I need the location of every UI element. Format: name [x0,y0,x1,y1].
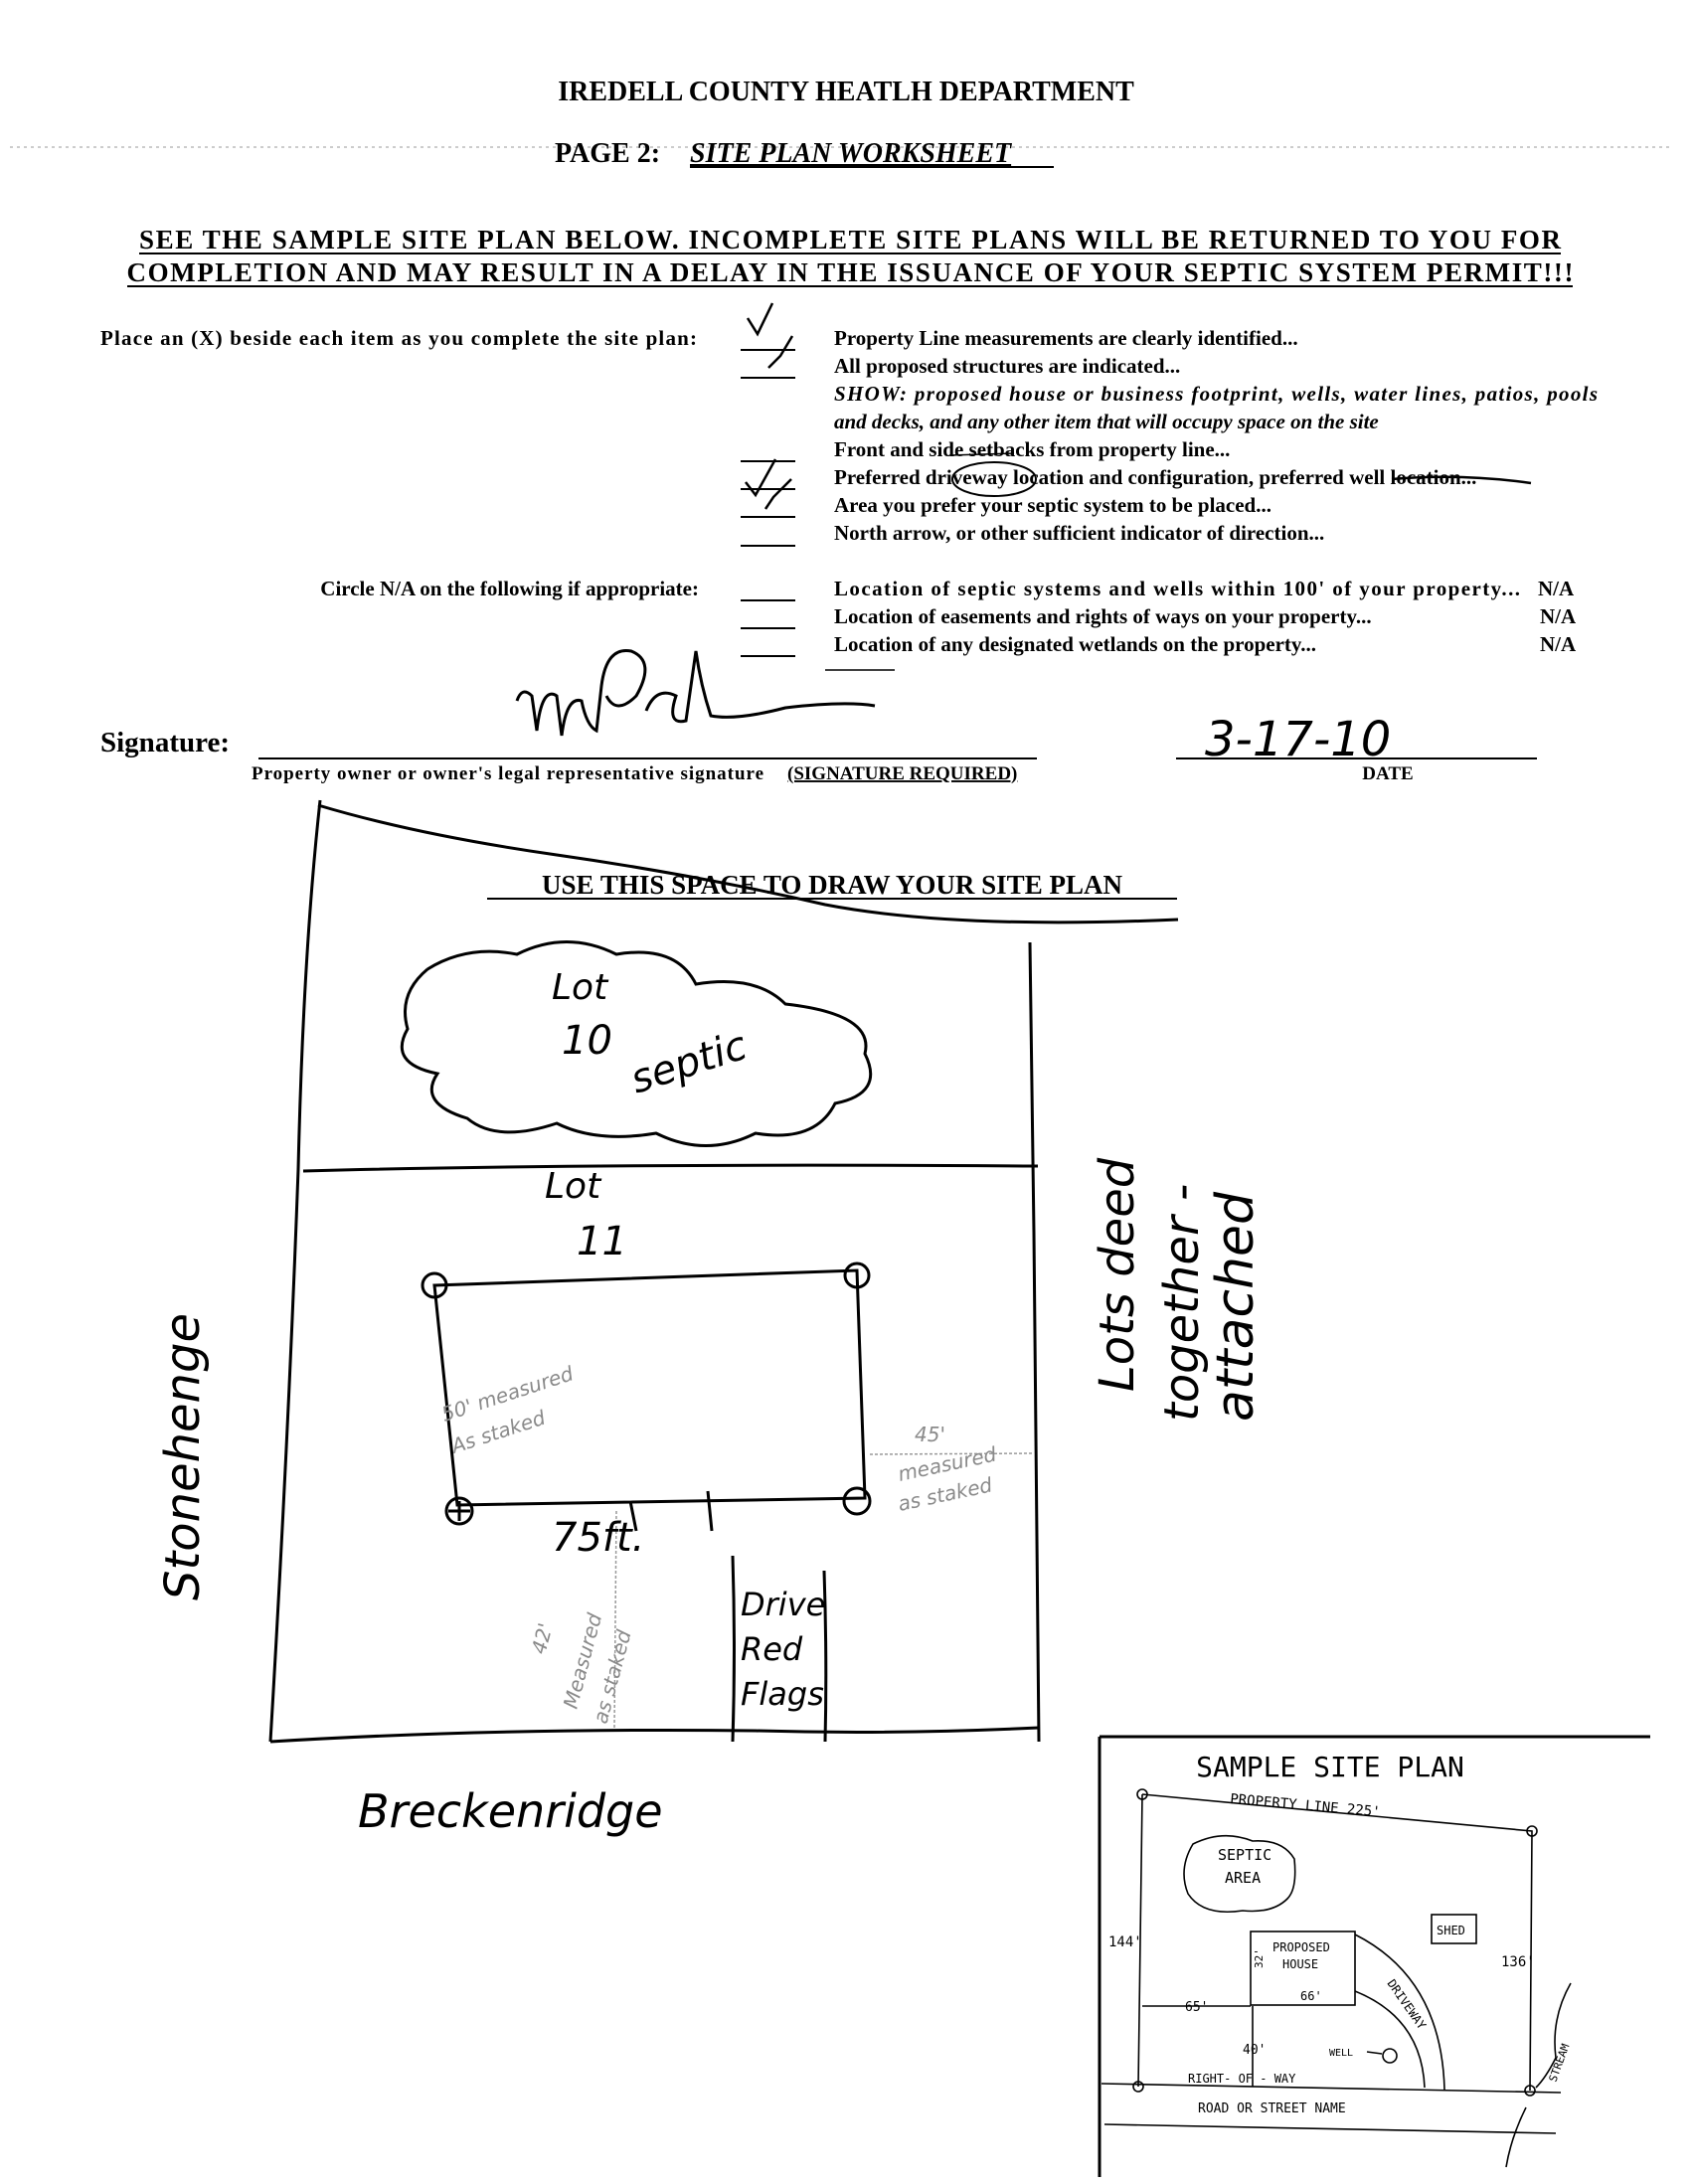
page-title: SITE PLAN WORKSHEET [690,138,1013,169]
sample-septic: SEPTIC [1218,1846,1271,1864]
date-label: DATE [1362,763,1413,784]
na-option[interactable]: N/A [1540,632,1577,656]
checklist-instruction: Place an (X) beside each item as you com… [100,326,697,350]
checklist-item: North arrow, or other sufficient indicat… [834,521,1324,545]
left-property-line [268,799,322,1743]
check-mark-icon [745,302,794,510]
drive-label: Flags [741,1675,824,1713]
sample-site-plan: SAMPLE SITE PLAN PROPERTY LINE 225' SEPT… [1098,1735,1650,2177]
drive-label: Drive [741,1586,825,1623]
house-width-label: 75ft. [552,1515,644,1561]
sample-road: ROAD OR STREET NAME [1198,2101,1346,2116]
sample-side-setback: 65' [1185,2000,1208,2015]
front-street-name: Breckenridge [358,1784,663,1838]
driveway-lines [731,1555,828,1743]
department-title: IREDELL COUNTY HEATLH DEPARTMENT [558,77,1134,107]
septic-cloud [400,940,873,1147]
checklist-item: Property Line measurements are clearly i… [834,326,1298,350]
front-property-line [269,1726,1040,1744]
sample-property-line: PROPERTY LINE 225' [1230,1791,1382,1820]
lot10-number: 10 [562,1018,612,1064]
pencil-note-right: 45' [915,1423,945,1446]
lots-note: attached [1206,1191,1266,1422]
checklist-item-show-note: SHOW: proposed house or business footpri… [834,382,1598,406]
checklist-item: Front and side setbacks from property li… [834,437,1230,461]
sample-shed: SHED [1437,1924,1465,1937]
driveway-circle-mark [951,461,1037,497]
sample-right-length: 136' [1501,1954,1535,1970]
signature-required: (SIGNATURE REQUIRED) [787,763,1017,784]
sample-front-setback: 40' [1243,2043,1266,2058]
na-instruction: Circle N/A on the following if appropria… [320,577,699,600]
drive-label: Red [741,1630,803,1668]
drawing-area-heading: USE THIS SPACE TO DRAW YOUR SITE PLAN [542,870,1122,900]
sample-well: WELL [1329,2048,1353,2059]
lots-note: together - [1154,1184,1210,1422]
checklist-item: Area you prefer your septic system to be… [834,493,1271,517]
checklist-item-show-note: and decks, and any other item that will … [834,410,1379,433]
sample-septic: AREA [1225,1869,1261,1887]
checklist-item: Preferred driveway location and configur… [834,465,1476,489]
lot11-label: Lot [545,1166,602,1207]
hand-drawn-site-plan [268,799,1179,1744]
lot-divider-line [302,1163,1039,1173]
na-item: Location of any designated wetlands on t… [834,632,1316,656]
sample-stream: STREAM [1547,2042,1573,2084]
signature-caption: Property owner or owner's legal represen… [252,763,763,784]
sample-house: PROPOSED [1272,1940,1330,1954]
na-item: Location of septic systems and wells wit… [834,577,1520,600]
side-strike [948,452,1015,456]
well-location-strike [1391,475,1532,485]
sample-driveway: DRIVEWAY [1385,1977,1430,2033]
sample-title: SAMPLE SITE PLAN [1196,1751,1464,1783]
na-option[interactable]: N/A [1538,577,1575,600]
septic-label: septic [625,1023,753,1103]
warning-line-2: COMPLETION AND MAY RESULT IN A DELAY IN … [127,257,1574,287]
checklist-item: All proposed structures are indicated... [834,354,1180,378]
na-item: Location of easements and rights of ways… [834,604,1372,628]
top-property-line [317,803,1179,924]
sample-row: RIGHT- OF - WAY [1188,2072,1296,2086]
page-label: PAGE 2: [555,138,660,169]
pencil-note-front: 42' [527,1620,558,1656]
lot11-number: 11 [577,1219,627,1264]
sample-left-length: 144' [1108,1934,1142,1950]
sample-house: HOUSE [1282,1957,1318,1971]
warning-line-1: SEE THE SAMPLE SITE PLAN BELOW. INCOMPLE… [139,225,1562,254]
side-street-name: Stonehenge [155,1313,211,1600]
right-property-line [1028,941,1041,1743]
sample-house-depth: 32' [1253,1948,1266,1968]
signature-label: Signature: [100,727,230,758]
lots-note: Lots deed [1090,1157,1145,1392]
na-option[interactable]: N/A [1540,604,1577,628]
checkbox-blanks [741,349,795,657]
pencil-dimension-lines [613,1452,1035,1729]
lot10-label: Lot [552,967,609,1008]
handwritten-signature [515,648,876,737]
sample-house-width: 66' [1300,1989,1322,2003]
house-outline [432,1268,867,1507]
